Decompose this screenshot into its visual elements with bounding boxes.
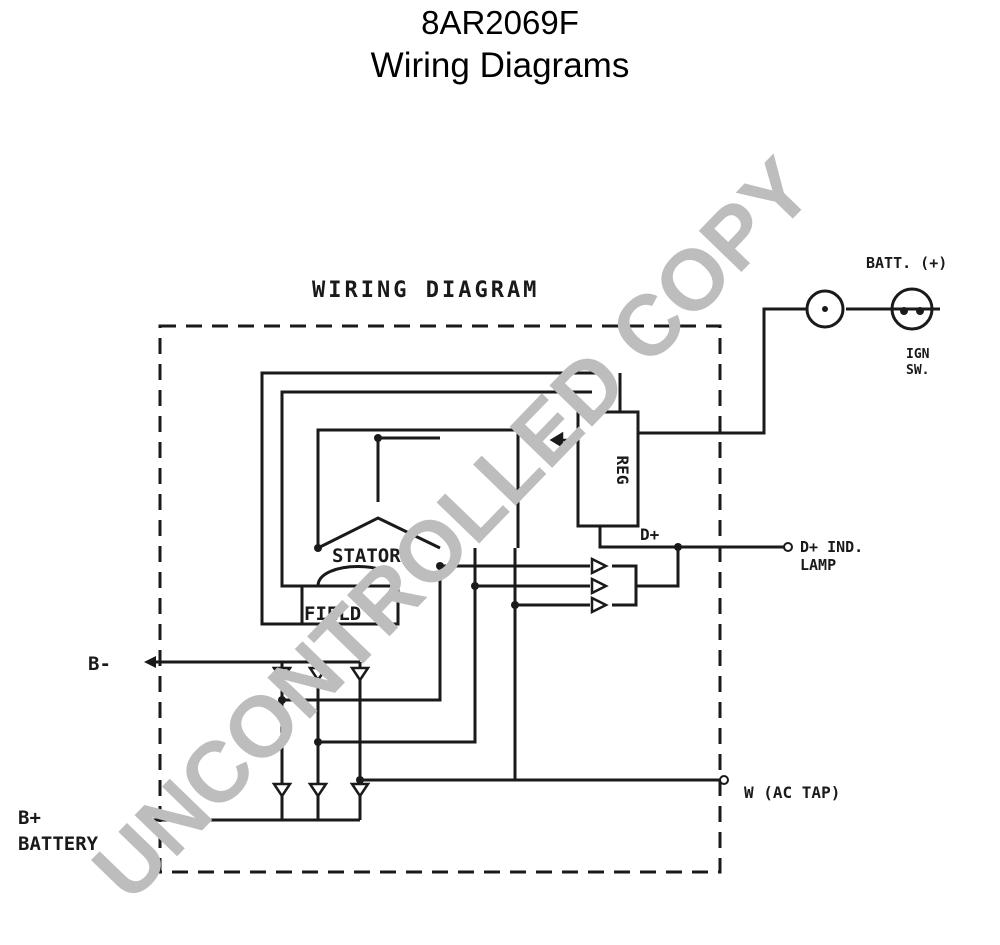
part-number-title: 8AR2069F bbox=[421, 4, 579, 41]
junction-f bbox=[278, 696, 286, 704]
uncontrolled-copy-watermark: UNCONTROLLED COPY bbox=[75, 140, 831, 918]
ignition-label-line2: SW. bbox=[906, 363, 929, 378]
battery-positive-label: BATT. (+) bbox=[866, 254, 947, 272]
diode-trio bbox=[590, 556, 609, 615]
junction-g bbox=[314, 738, 322, 746]
pos-diode-2 bbox=[307, 782, 329, 799]
w-ac-tap-label: W (AC TAP) bbox=[744, 783, 840, 802]
stator-phase-wires bbox=[318, 548, 638, 780]
diode-trio-2 bbox=[590, 576, 609, 596]
junction-h bbox=[356, 776, 364, 784]
pos-diode-1 bbox=[271, 782, 293, 799]
diode-trio-1 bbox=[590, 556, 609, 576]
stator-label: STATOR bbox=[332, 545, 401, 567]
b-minus-arrow bbox=[144, 656, 156, 668]
neg-diode-3 bbox=[349, 666, 371, 683]
diagram-subtitle: Wiring Diagrams bbox=[370, 46, 630, 85]
rectifier-bridge-wires bbox=[150, 660, 720, 822]
field-loop-wires bbox=[260, 371, 622, 626]
w-terminal bbox=[719, 775, 729, 785]
battery-terminal-dot bbox=[822, 306, 828, 312]
field-label: FIELD bbox=[304, 603, 361, 625]
regulator-box bbox=[576, 410, 640, 528]
b-minus-label: B- bbox=[88, 653, 111, 675]
junction-c bbox=[511, 601, 519, 609]
d-plus-terminal-label: D+ bbox=[640, 525, 660, 544]
neg-diode-1 bbox=[271, 666, 293, 683]
field-arc bbox=[316, 565, 400, 587]
alternator-enclosure bbox=[158, 324, 722, 874]
field-winding bbox=[300, 584, 400, 626]
d-plus-wire bbox=[598, 526, 784, 588]
junction-e bbox=[314, 544, 322, 552]
junction-a bbox=[436, 562, 444, 570]
pos-diode-3 bbox=[349, 782, 371, 799]
b-plus-label-line2: BATTERY bbox=[18, 833, 99, 855]
diagram-heading: WIRING DIAGRAM bbox=[312, 278, 539, 303]
d-plus-lamp-label-line1: D+ IND. bbox=[800, 538, 863, 556]
regulator-ground-arrow bbox=[549, 431, 578, 449]
neg-diode-2 bbox=[307, 666, 329, 683]
d-plus-lamp-terminal bbox=[783, 542, 793, 552]
junction-b bbox=[471, 582, 479, 590]
b-plus-label-line1: B+ bbox=[18, 807, 41, 829]
d-plus-lamp-label-line2: LAMP bbox=[800, 556, 836, 574]
junction-d bbox=[374, 434, 382, 442]
ignition-label-line1: IGN bbox=[906, 347, 930, 362]
d-plus-junction bbox=[674, 543, 682, 551]
diode-trio-3 bbox=[590, 595, 609, 615]
rectifier-diodes bbox=[271, 666, 371, 799]
regulator-label: REG bbox=[613, 456, 632, 485]
